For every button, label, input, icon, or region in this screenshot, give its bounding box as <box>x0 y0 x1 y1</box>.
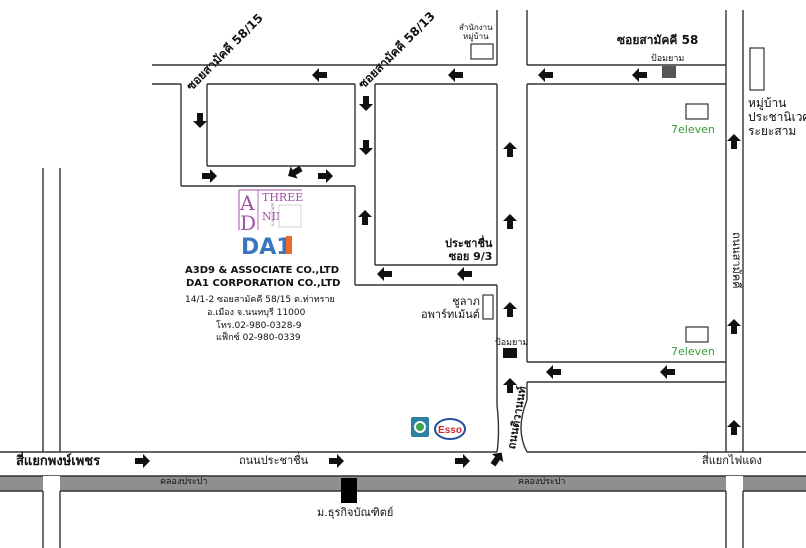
arrow-marker <box>490 452 504 467</box>
seven-bottom-box <box>685 326 709 343</box>
road-samakkhi: ถนนสามัคคี <box>730 232 743 289</box>
road-soi-93: ประชาชื่นซอย 9/3 <box>445 237 493 263</box>
canal-gap-right <box>726 476 743 491</box>
logo-letter-a: A <box>239 191 255 215</box>
company-name-2: DA1 CORPORATION CO.,LTD <box>186 278 341 289</box>
gas-station-logo <box>411 417 429 437</box>
da1-logo: DA1 <box>241 235 292 260</box>
arrow-marker <box>503 378 517 393</box>
arrow-marker <box>546 365 561 379</box>
canal-label-right: คลองประปา <box>518 477 566 487</box>
arrow-marker <box>503 214 517 229</box>
police-top-marker <box>662 66 676 78</box>
arrow-marker <box>359 96 373 111</box>
da1-text: DA1 <box>241 235 292 260</box>
arrow-marker <box>538 68 553 82</box>
arrow-marker <box>358 210 372 225</box>
village-box <box>749 47 765 91</box>
police-mid-marker <box>503 348 517 358</box>
esso-logo: Esso <box>434 418 466 440</box>
road-lines <box>0 10 806 548</box>
arrow-marker <box>193 113 207 128</box>
seven-top-box <box>685 103 709 120</box>
arrow-marker <box>503 302 517 317</box>
arrow-marker <box>727 420 741 435</box>
arrow-marker <box>727 319 741 334</box>
police-top-label: ป้อมยาม <box>651 54 685 64</box>
logo-associate: & ASSOCIATE <box>271 203 275 226</box>
arrow-marker <box>318 169 333 183</box>
canal <box>0 476 806 491</box>
road-prachachuen: ถนนประชาชื่น <box>239 454 309 467</box>
arrow-marker <box>448 68 463 82</box>
direction-arrows <box>135 68 741 468</box>
arrow-marker <box>312 68 327 82</box>
arrow-marker <box>727 134 741 149</box>
arrow-marker <box>329 454 344 468</box>
company-fax: แฟ็กซ์ 02-980-0339 <box>216 333 301 343</box>
village-office-box <box>470 43 494 60</box>
university-label: ม.ธุรกิจบัณฑิตย์ <box>317 506 394 519</box>
arrow-marker <box>202 169 217 183</box>
company-name-1: A3D9 & ASSOCIATE CO.,LTD <box>185 265 340 276</box>
esso-text: Esso <box>438 425 462 436</box>
arrow-marker <box>503 142 517 157</box>
police-mid-label: ป้อมยาม <box>495 338 529 348</box>
village-office-label: สำนักงานหมู่บ้าน <box>459 23 493 42</box>
company-address-1: 14/1-2 ซอยสามัคคี 58/15 ต.ท่าทราย <box>185 295 335 305</box>
logo-word-three: THREE <box>262 191 303 204</box>
arrow-marker <box>457 267 472 281</box>
arrow-marker <box>288 165 303 179</box>
seven-top-label: 7eleven <box>671 123 715 136</box>
canal-label-left: คลองประปา <box>160 477 208 487</box>
canal-gap-left <box>43 476 60 491</box>
arrow-marker <box>135 454 150 468</box>
arrow-marker <box>377 267 392 281</box>
arrow-marker <box>632 68 647 82</box>
road-soi-58: ซอยสามัคคี 58 <box>617 33 699 47</box>
seven-bottom-label: 7eleven <box>671 345 715 358</box>
a3d9-logo: A D THREE NINE & ASSOCIATE <box>238 189 303 235</box>
university-marker <box>341 478 357 503</box>
arrow-marker <box>455 454 470 468</box>
logo-letter-d: D <box>240 211 256 235</box>
arrow-marker <box>660 365 675 379</box>
apartment-box <box>482 294 494 320</box>
arrow-marker <box>359 140 373 155</box>
company-phone: โทร.02-980-0328-9 <box>216 321 302 331</box>
junction-left: สี่แยกพงษ์เพชร <box>16 454 101 469</box>
apartment-label: ชูลาภอพาร์ทเม้นต์ <box>421 295 480 321</box>
company-address-2: อ.เมือง จ.นนทบุรี 11000 <box>207 308 306 318</box>
junction-right: สี่แยกไฟแดง <box>702 454 762 467</box>
